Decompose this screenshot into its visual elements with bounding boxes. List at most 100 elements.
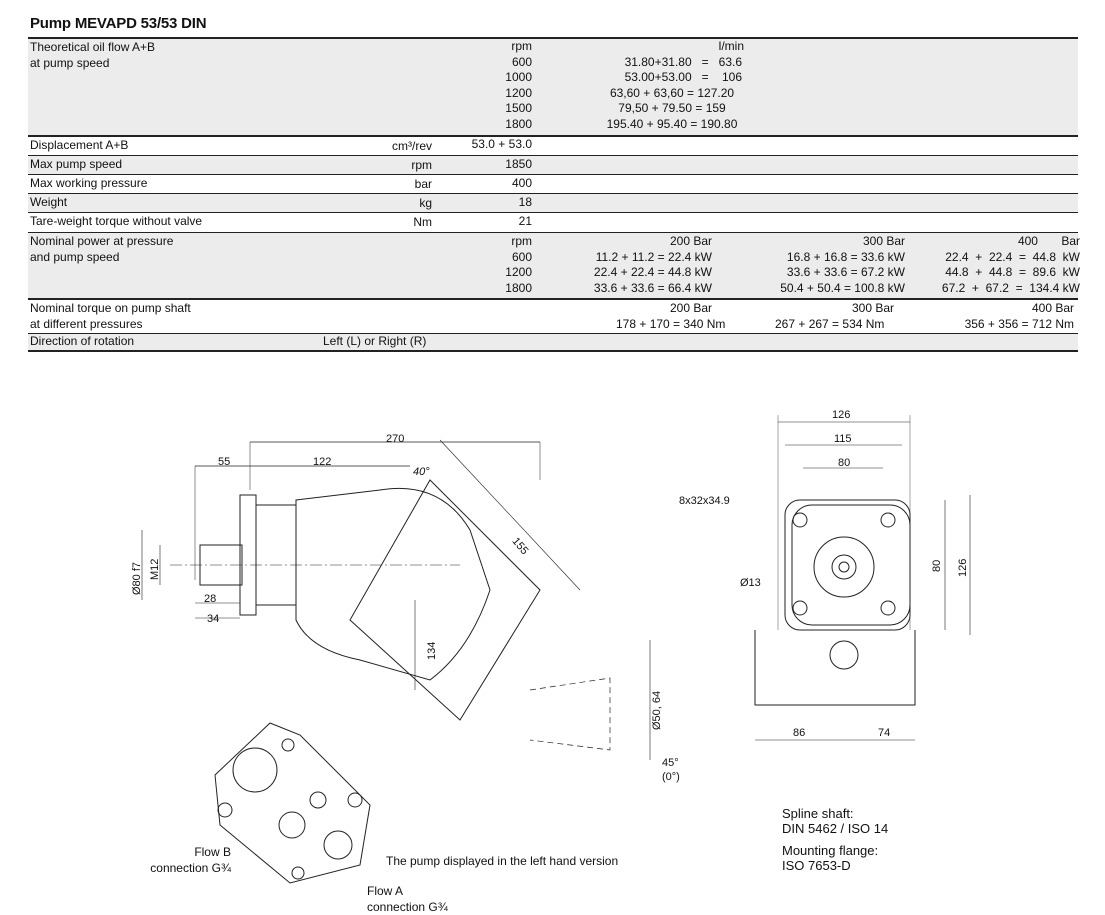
power-label-1: Nominal power at pressure [30,234,174,248]
power-value: 33.6 + 33.6 = 67.2 kW [786,265,905,279]
row-unit: rpm [411,158,432,172]
port-hole [323,830,353,860]
mounting-flange [791,504,911,626]
rpm: 1000 [505,70,532,84]
rpm: 1200 [505,265,532,279]
dim-80-vertical: 80 [931,560,943,572]
rpm: 600 [511,54,532,69]
pump-side-view-drawing: 270 55 122 40° 155 Ø80 f7 M12 28 34 134 … [131,433,680,783]
angle-0: (0°) [662,771,680,783]
bolt-hole [792,512,808,528]
torque-value: 178 + 170 = 340 Nm [616,317,726,331]
dim-m12: M12 [149,559,161,580]
flow-label-2: at pump speed [30,56,110,70]
shaft-bore [813,536,875,598]
power-value: 22.4 + 22.4 = 44.8 kW [593,265,712,279]
port-b [232,747,278,793]
dim-28: 28 [204,593,216,605]
power-value: 33.6 + 33.6 = 66.4 kW [593,280,712,295]
row-value: 400 [511,176,532,190]
row-nominal-power: Nominal power at pressure and pump speed… [28,232,1080,298]
row-value: 21 [518,214,532,228]
power-label-2: and pump speed [30,249,120,264]
pump-flange-view-drawing [214,722,371,884]
row-rotation: Direction of rotation Left (L) or Right … [28,333,1078,350]
rpm: 1800 [505,116,532,131]
dim-126-vertical: 126 [957,559,969,577]
dim-80f7: Ø80 f7 [131,562,143,595]
row-displacement: Displacement A+B cm³/rev 53.0 + 53.0 [28,135,1078,155]
spline-shaft [831,554,857,580]
housing [295,487,491,681]
col-head: 300 Bar [851,301,894,315]
row-theoretical-flow: Theoretical oil flow A+B at pump speed r… [28,37,1078,135]
rpm: rpm [511,234,532,248]
note-line: DIN 5462 / ISO 14 [782,821,889,836]
flow-value: 31.80+31.80 = 63.6 [624,54,742,69]
power-value: 16.8 + 16.8 = 33.6 kW [786,249,905,264]
bolt-hole [309,791,327,809]
flow-a-title: Flow A [367,884,404,898]
row-value: 1850 [505,157,532,171]
dim-126: 126 [832,409,850,421]
note-line: Mounting flange: [782,843,879,858]
dim-74: 74 [878,727,890,739]
torque-value: 356 + 356 = 712 Nm [964,317,1074,331]
row-tare-torque: Tare-weight torque without valve Nm 21 [28,212,1078,232]
dim-86: 86 [793,727,805,739]
bolt-hole [217,802,233,818]
dim-134: 134 [426,642,438,660]
hole-diameter: Ø13 [740,577,761,589]
rpm: rpm [511,39,532,53]
spline-dimension: 8x32x34.9 [679,495,730,507]
col-head: 300 Bar [862,234,905,248]
power-value: 50.4 + 50.4 = 100.8 kW [780,280,905,295]
row-unit: cm³/rev [392,139,432,153]
bolt-hole [281,738,295,752]
drawing-caption: The pump displayed in the left hand vers… [386,854,619,868]
dim-115: 115 [834,433,852,445]
flow-label-1: Theoretical oil flow A+B [30,40,156,54]
row-label: Direction of rotation [30,334,135,348]
torque-label-1: Nominal torque on pump shaft [30,301,191,315]
torque-value: 267 + 267 = 534 Nm [775,317,885,331]
note-line: Spline shaft: [782,806,854,821]
mounting-flange-note: Mounting flange:ISO 7653-D [782,843,878,873]
row-max-pressure: Max working pressure bar 400 [28,174,1078,193]
dim-122: 122 [313,456,331,468]
row-label: Weight [30,195,68,209]
torque-label-2: at different pressures [30,317,143,331]
flow-b-connection: connection G¾ [150,860,231,875]
row-unit: Nm [413,215,432,229]
row-nominal-torque: Nominal torque on pump shaft at differen… [28,298,1078,333]
bolt-hole [792,600,808,616]
pump-front-view-drawing: 126 115 80 80 126 86 74 [754,409,971,741]
shaft-center [838,561,850,573]
flow-value: 195.40 + 95.40 = 190.80 [606,116,738,131]
angle-40: 40° [413,466,430,478]
col-head: 400 Bar [1031,301,1074,315]
flow-b-title: Flow B [194,845,231,859]
dim-80: 80 [838,457,850,469]
note-line: ISO 7653-D [782,858,851,873]
power-value: 22.4 + 22.4 = 44.8 kW [945,249,1080,264]
row-label: Displacement A+B [30,138,129,152]
row-weight: Weight kg 18 [28,193,1078,212]
dim-270: 270 [386,433,404,445]
rpm: 600 [511,249,532,264]
port [829,640,859,670]
power-value: 67.2 + 67.2 = 134.4 kW [941,280,1080,295]
power-value: 11.2 + 11.2 = 22.4 kW [595,249,712,264]
lower-body [754,630,916,706]
port-hole [278,811,306,839]
flow-value: 53.00+53.00 = 106 [624,70,742,84]
rpm: 1200 [505,85,532,100]
row-max-speed: Max pump speed rpm 1850 [28,155,1078,174]
power-value: 44.8 + 44.8 = 89.6 kW [945,265,1080,279]
bolt-hole [880,600,896,616]
